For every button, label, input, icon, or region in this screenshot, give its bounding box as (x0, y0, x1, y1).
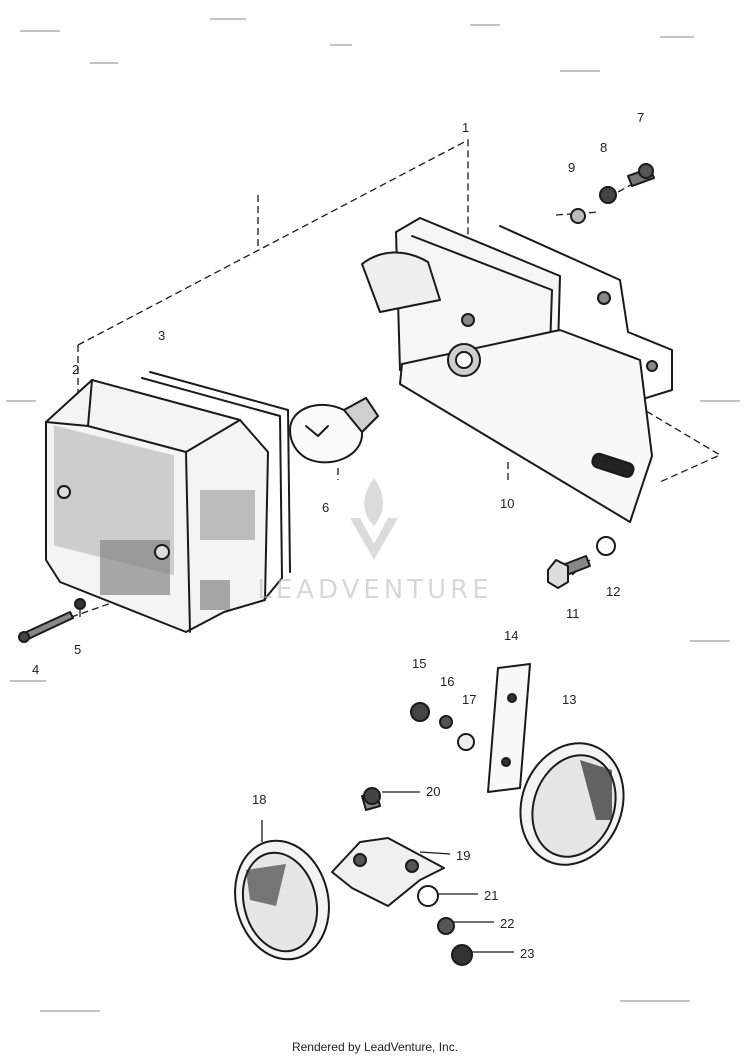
callout-15: 15 (412, 656, 426, 671)
reflector-washer (417, 885, 439, 907)
callout-17: 17 (462, 692, 476, 707)
callout-19: 19 (456, 848, 470, 863)
taillight-lens-assembly (45, 371, 291, 633)
lens-washer (74, 598, 86, 610)
stay-lock-washer (439, 715, 453, 729)
bracket-bolt (547, 555, 591, 589)
leadventure-flame-logo (350, 478, 398, 560)
watermark-text: LEADVENTURE (257, 575, 492, 605)
callout-9: 9 (568, 160, 575, 175)
callout-13: 13 (562, 692, 576, 707)
leadventure-watermark: LEADVENTURE (257, 478, 492, 605)
tail-bulb (289, 397, 379, 464)
reflector-bolt (361, 787, 381, 811)
lens-screw (18, 611, 74, 643)
stay-nut (410, 702, 430, 722)
leader-lines (39, 138, 722, 953)
callout-6: 6 (322, 500, 329, 515)
callout-labels: 1 2 3 4 5 6 7 8 9 10 11 12 13 14 15 16 1… (32, 110, 644, 961)
callout-11: 11 (566, 606, 580, 621)
callout-18: 18 (252, 792, 266, 807)
callout-2: 2 (72, 362, 79, 377)
housing-bolt (627, 163, 655, 187)
reflector-left (234, 839, 330, 961)
callout-8: 8 (600, 140, 607, 155)
reflector-lock-washer (437, 917, 455, 935)
scan-noise (6, 18, 740, 1012)
callout-4: 4 (32, 662, 39, 677)
plate-stay (487, 663, 531, 793)
stay-washer (457, 733, 475, 751)
callout-7: 7 (637, 110, 644, 125)
callout-5: 5 (74, 642, 81, 657)
callout-20: 20 (426, 784, 440, 799)
callout-1: 1 (462, 120, 469, 135)
callout-22: 22 (500, 916, 514, 931)
reflector-nut (451, 944, 473, 966)
housing-washer (570, 208, 586, 224)
callout-10: 10 (500, 496, 514, 511)
callout-16: 16 (440, 674, 454, 689)
reflector-bracket (331, 837, 445, 907)
taillight-housing-bracket (361, 217, 673, 523)
reflector-right (519, 742, 625, 866)
callout-21: 21 (484, 888, 498, 903)
callout-12: 12 (606, 584, 620, 599)
housing-nut (599, 186, 617, 204)
footer-credit: Rendered by LeadVenture, Inc. (291, 1040, 459, 1054)
bracket-washer (596, 536, 616, 556)
callout-14: 14 (504, 628, 518, 643)
callout-3: 3 (158, 328, 165, 343)
callout-23: 23 (520, 946, 534, 961)
